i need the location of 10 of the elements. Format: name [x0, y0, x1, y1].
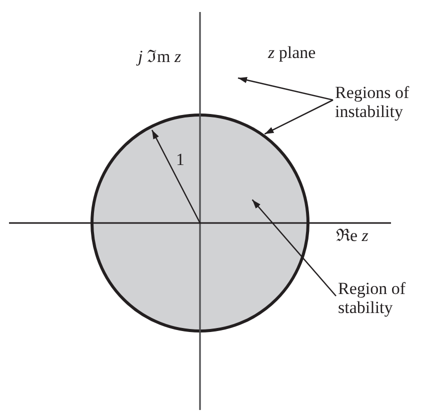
callout-text: Region of stability — [338, 279, 428, 317]
leader-line — [264, 99, 334, 135]
leader-line — [252, 199, 336, 296]
radius-label: 1 — [176, 150, 184, 169]
leader-line — [238, 76, 334, 101]
callout-text: Regions of instability — [335, 83, 427, 121]
stability-disk — [90, 114, 310, 332]
axis-label: j ℑm z — [138, 47, 182, 66]
plane-label: z plane — [268, 43, 316, 62]
axis-label: ℜe z — [336, 226, 368, 245]
